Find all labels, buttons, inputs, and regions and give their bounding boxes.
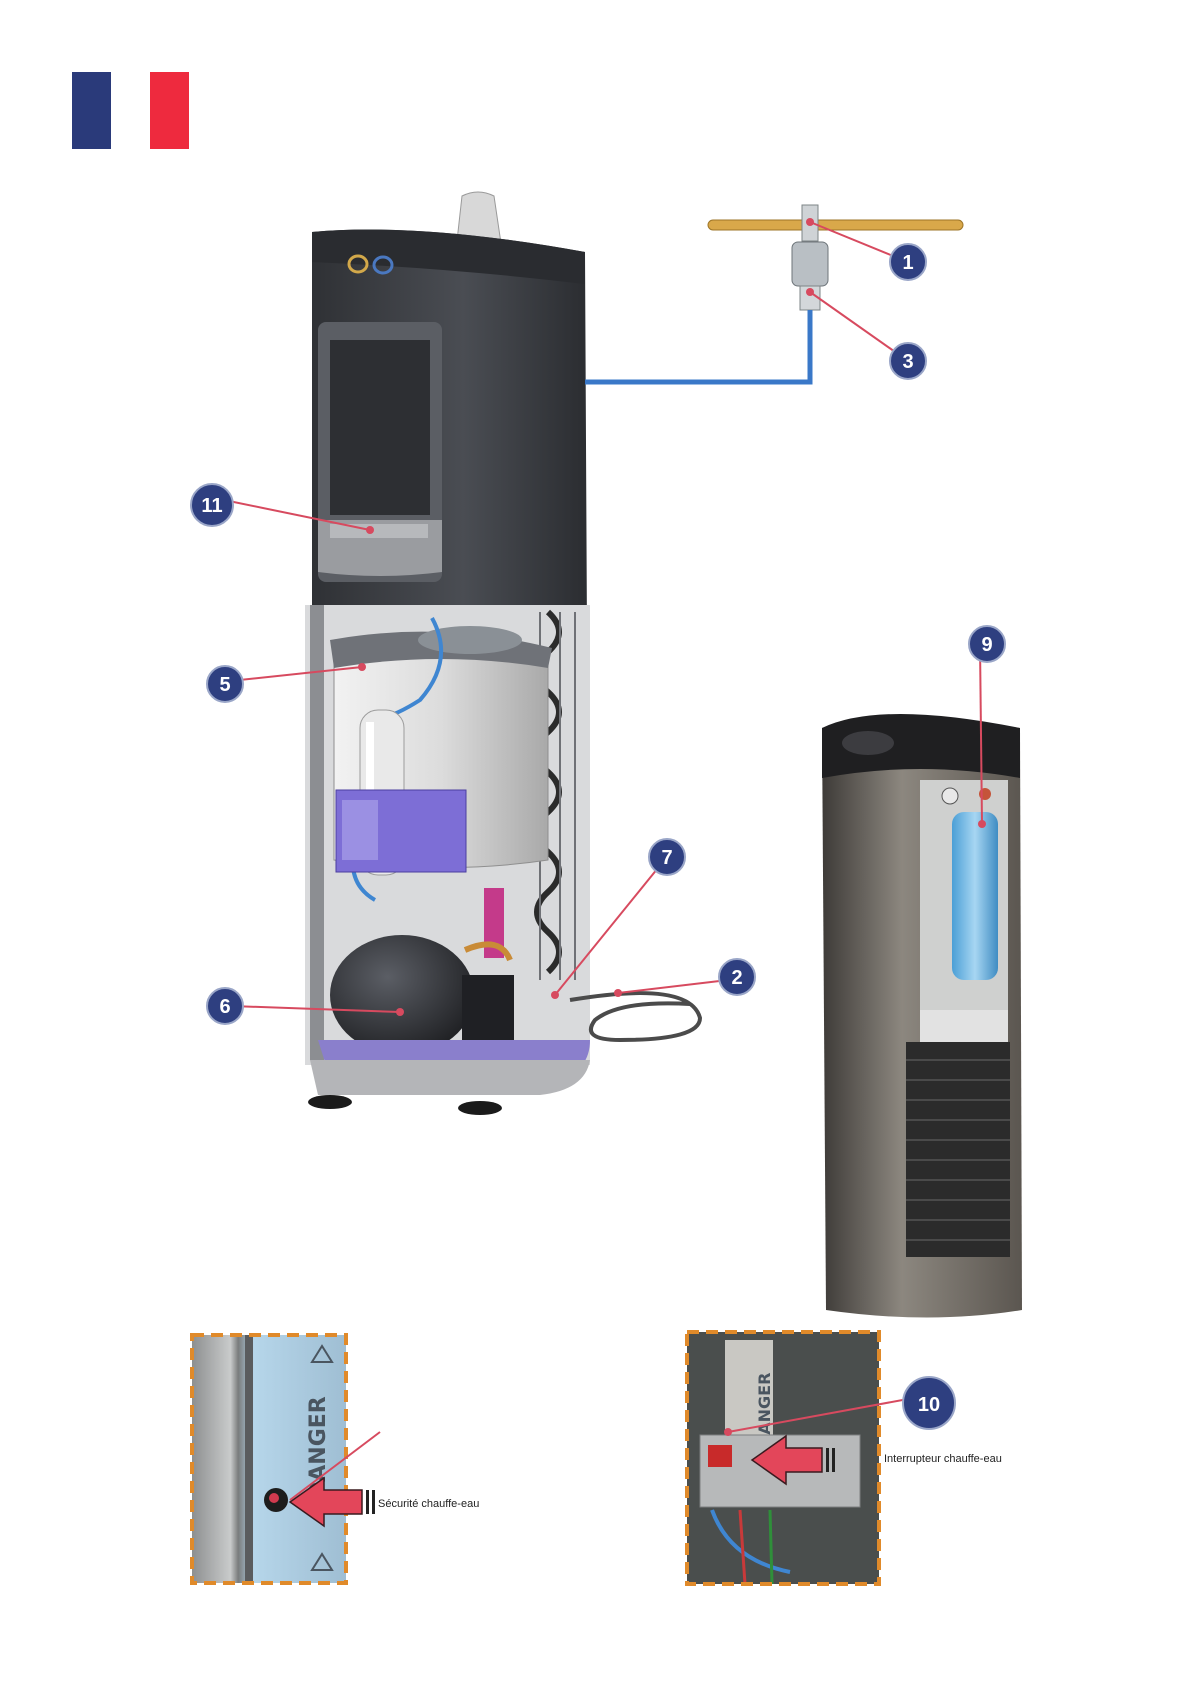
water-line (585, 310, 810, 382)
callout-9-label: 9 (981, 634, 992, 656)
rear-view-photo (822, 714, 1022, 1318)
callout-11-label: 11 (201, 495, 222, 517)
callout-1: 1 (890, 244, 926, 280)
callout-3: 3 (890, 343, 926, 379)
callout-9: 9 (969, 626, 1005, 662)
caption-water-heater-safety: Sécurité chauffe-eau (378, 1498, 479, 1510)
photo-water-heater-safety: DANGER Sécurité chauffe-eau (192, 1335, 479, 1583)
compressor (330, 935, 474, 1055)
callout-7-label: 7 (661, 847, 672, 869)
callout-2-label: 2 (731, 967, 742, 989)
water-cooler-cutaway (305, 192, 700, 1115)
callout-6-label: 6 (219, 996, 230, 1018)
leader-line-2 (618, 980, 728, 993)
caption-water-heater-switch: Interrupteur chauffe-eau (884, 1453, 1002, 1465)
leader-line-3 (810, 292, 898, 354)
callout-6: 6 (207, 988, 243, 1024)
supply-pipe (708, 220, 963, 230)
callout-2: 2 (719, 959, 755, 995)
callout-10-label: 10 (918, 1394, 940, 1416)
callout-5-label: 5 (219, 674, 230, 696)
callout-3-label: 3 (902, 351, 913, 373)
rear-condenser-grille (906, 1042, 1010, 1257)
photo-water-heater-switch: DANGER Interrupteur chauffe-eau (687, 1332, 1002, 1584)
callout-10: 10 (903, 1377, 955, 1429)
pressure-reducer (792, 242, 828, 286)
water-filter-cartridge (952, 812, 998, 980)
callout-5: 5 (207, 666, 243, 702)
callout-11: 11 (191, 484, 233, 526)
heater-switch (708, 1445, 732, 1467)
callout-1-label: 1 (902, 252, 913, 274)
callout-7: 7 (649, 839, 685, 875)
